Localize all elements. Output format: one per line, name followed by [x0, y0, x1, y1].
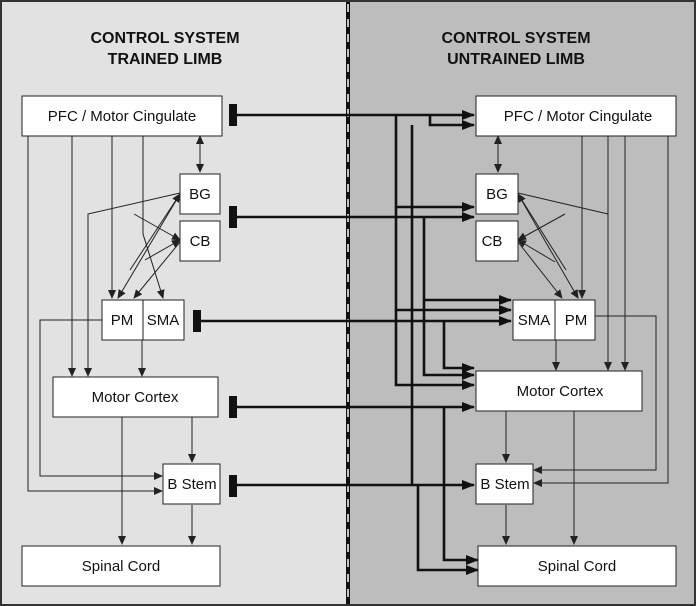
left-sma-box: SMA: [142, 299, 185, 341]
left-title-line2: TRAINED LIMB: [108, 51, 223, 68]
right-cb-box: CB: [475, 220, 519, 262]
right-pm-box: PM: [554, 299, 596, 341]
left-cb-box: CB: [179, 220, 221, 262]
left-pm-label: PM: [111, 312, 134, 329]
left-connections: [27, 135, 204, 545]
left-pfc-label: PFC / Motor Cingulate: [48, 108, 196, 125]
right-spinal-box: Spinal Cord: [477, 545, 677, 587]
left-cb-label: CB: [190, 233, 211, 250]
left-spinal-box: Spinal Cord: [21, 545, 221, 587]
right-bstem-box: B Stem: [475, 463, 534, 505]
right-sma-box: SMA: [512, 299, 556, 341]
left-sma-label: SMA: [147, 312, 180, 329]
right-motor-cortex-label: Motor Cortex: [517, 383, 604, 400]
left-title-line1: CONTROL SYSTEM: [90, 30, 239, 47]
right-connections: [494, 135, 669, 545]
right-pfc-label: PFC / Motor Cingulate: [504, 108, 652, 125]
left-bstem-label: B Stem: [167, 476, 216, 493]
right-sma-label: SMA: [518, 312, 551, 329]
left-motor-cortex-label: Motor Cortex: [92, 389, 179, 406]
left-bg-label: BG: [189, 186, 211, 203]
left-pm-box: PM: [101, 299, 144, 341]
right-bg-box: BG: [475, 173, 519, 215]
right-pfc-box: PFC / Motor Cingulate: [475, 95, 677, 137]
right-title-line1: CONTROL SYSTEM: [441, 30, 590, 47]
right-spinal-label: Spinal Cord: [538, 558, 616, 575]
right-title-line2: UNTRAINED LIMB: [447, 51, 585, 68]
left-bstem-box: B Stem: [162, 463, 221, 505]
right-pm-label: PM: [565, 312, 588, 329]
cross-pathways: [193, 104, 512, 575]
left-spinal-label: Spinal Cord: [82, 558, 160, 575]
right-bg-label: BG: [486, 186, 508, 203]
right-cb-label: CB: [482, 233, 503, 250]
right-bstem-label: B Stem: [480, 476, 529, 493]
left-motor-cortex-box: Motor Cortex: [52, 376, 219, 418]
left-bg-box: BG: [179, 173, 221, 215]
right-motor-cortex-box: Motor Cortex: [475, 370, 643, 412]
left-pfc-box: PFC / Motor Cingulate: [21, 95, 223, 137]
